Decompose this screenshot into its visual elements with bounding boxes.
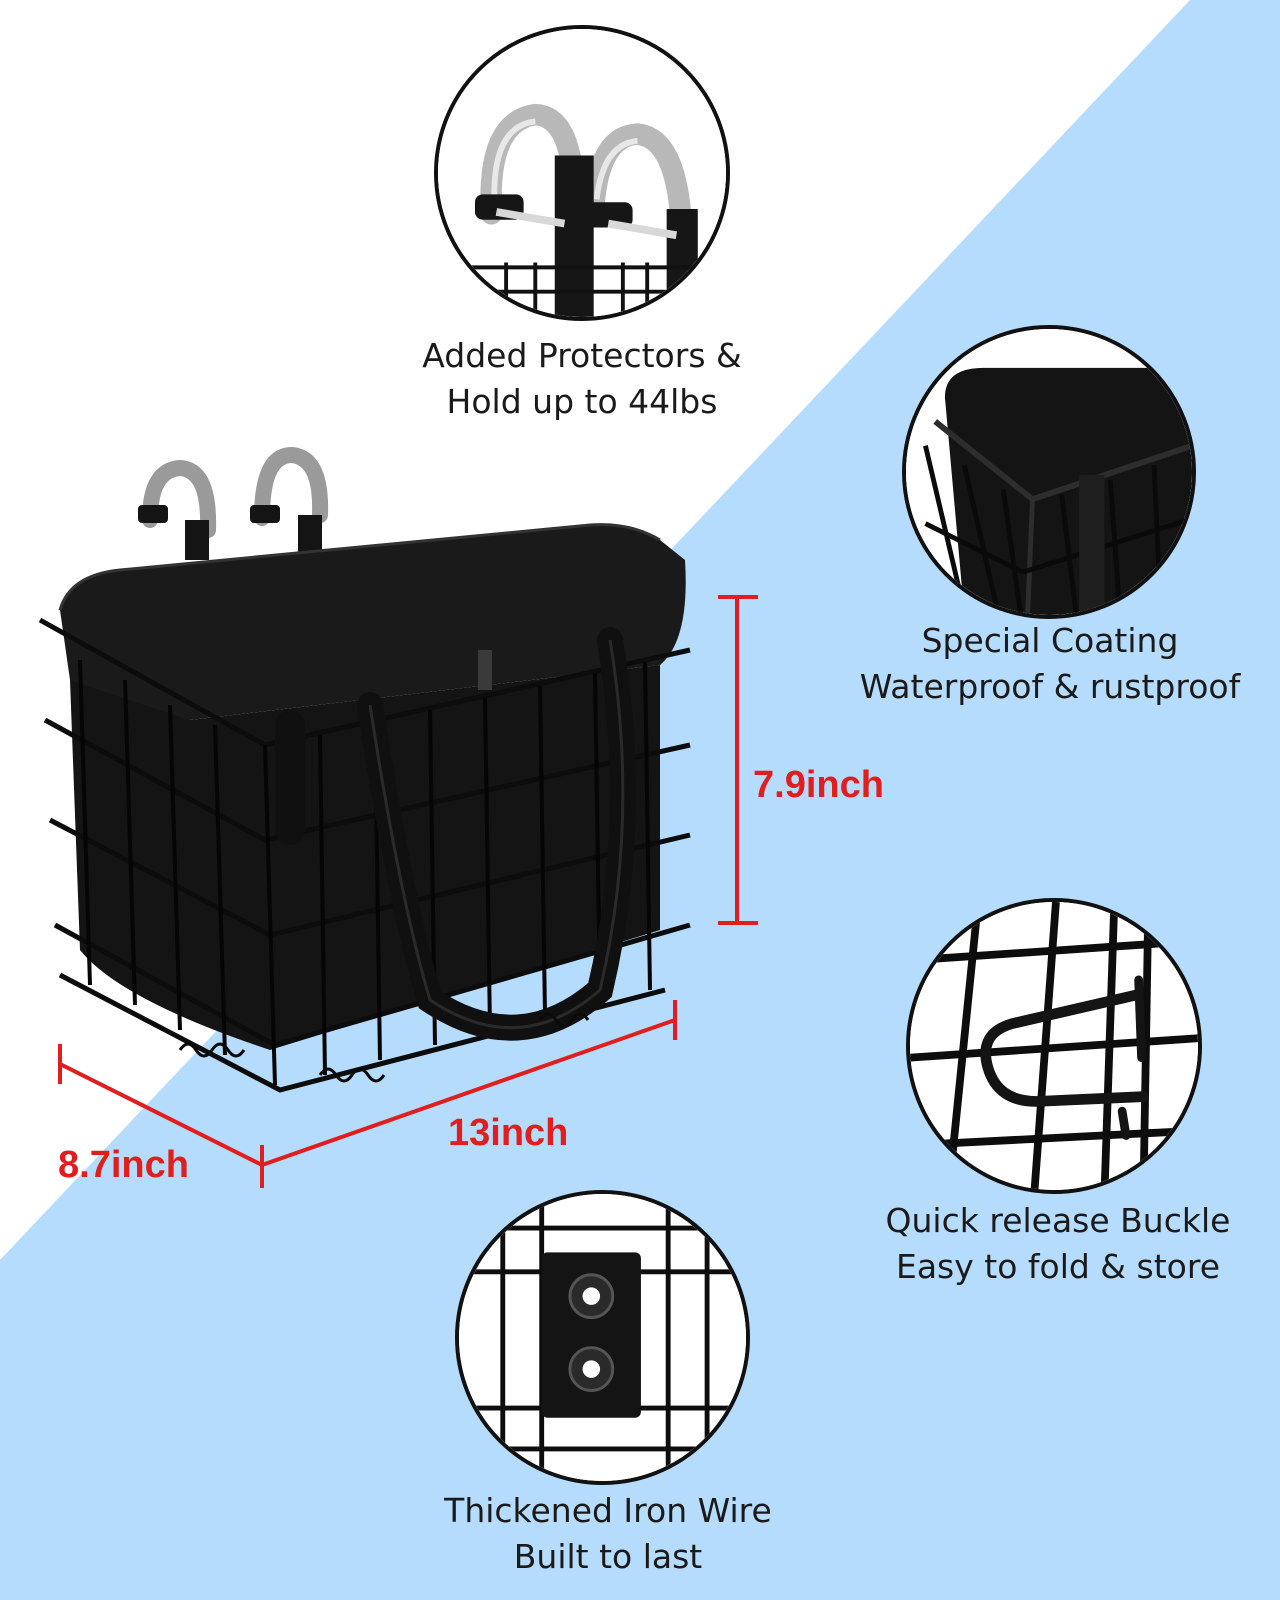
protectors-caption-line2: Hold up to 44lbs (446, 381, 718, 421)
height-dimension-label: 7.9inch (753, 764, 884, 806)
coating-caption-line2: Waterproof & rustproof (859, 666, 1241, 706)
protectors-caption-line1: Added Protectors & (422, 336, 742, 375)
fabric-corner-icon (906, 329, 1192, 615)
basket-hooks (142, 446, 329, 538)
protectors-caption: Added Protectors & Hold up to 44lbs (382, 333, 782, 424)
buckle-clip-icon (910, 902, 1198, 1190)
coating-caption: Special Coating Waterproof & rustproof (838, 618, 1262, 709)
coating-detail-circle (902, 325, 1196, 619)
hook-protector-icon (438, 29, 726, 317)
wire-plate-icon (459, 1194, 746, 1481)
coating-caption-line1: Special Coating (921, 621, 1179, 660)
protectors-detail-circle (434, 25, 730, 321)
buckle-caption-line1: Quick release Buckle (885, 1201, 1231, 1240)
wire-caption-line2: Built to last (513, 1536, 703, 1576)
length-dimension-label: 13inch (448, 1112, 569, 1154)
wire-caption-line1: Thickened Iron Wire (444, 1491, 772, 1530)
basket-product-image (38, 446, 691, 1093)
wire-caption: Thickened Iron Wire Built to last (396, 1488, 820, 1579)
wire-detail-circle (455, 1190, 750, 1485)
depth-dimension-label: 8.7inch (58, 1144, 189, 1186)
buckle-detail-circle (906, 898, 1202, 1194)
buckle-caption: Quick release Buckle Easy to fold & stor… (846, 1198, 1270, 1289)
buckle-caption-line2: Easy to fold & store (895, 1246, 1220, 1286)
